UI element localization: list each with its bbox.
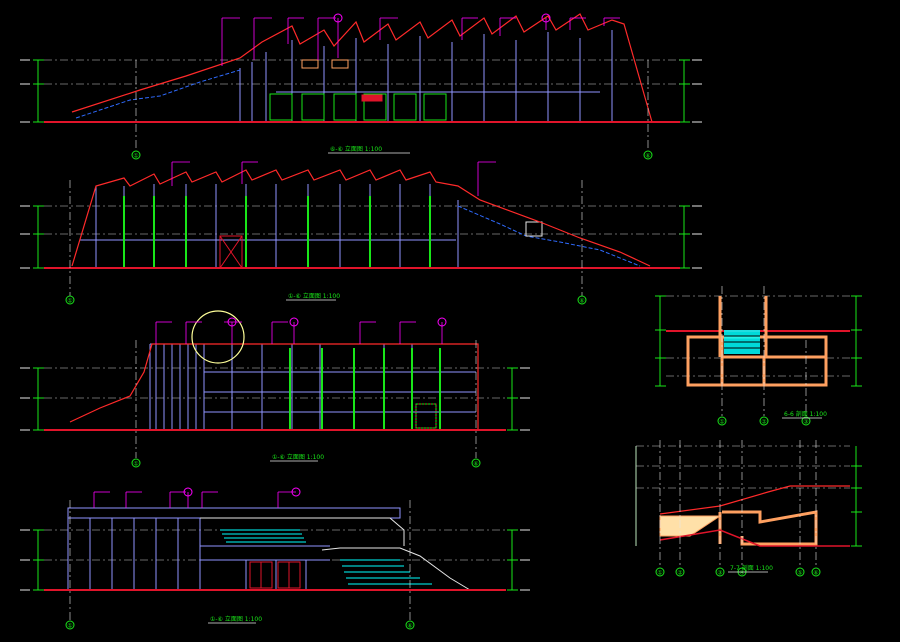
section-walls	[718, 510, 818, 546]
roof-profile	[659, 485, 850, 515]
axis-label: ①	[657, 570, 662, 577]
dimension-right	[679, 59, 702, 123]
stair-fill	[659, 515, 722, 537]
upper-terrace	[200, 517, 405, 546]
highlight-circle	[191, 310, 245, 364]
axis-lines	[135, 340, 477, 458]
axis-label: ①	[719, 419, 724, 426]
roof-profile	[71, 13, 653, 123]
axis-lines	[69, 500, 411, 620]
stair-ramp	[75, 69, 241, 119]
mullions-green	[123, 196, 431, 268]
dimension-left	[20, 529, 44, 591]
axis-lines	[69, 180, 583, 296]
axis-lines	[721, 286, 807, 416]
axis-label: ⑥	[579, 298, 584, 305]
entrance-door	[219, 235, 243, 269]
annotation-leaders	[171, 161, 496, 196]
axis-label: ③	[803, 419, 808, 426]
roof-profile	[69, 343, 479, 430]
axis-label: ⑥	[813, 570, 818, 577]
axis-label: ⑥	[473, 461, 478, 468]
landing-box	[525, 221, 543, 237]
stair-ramp	[457, 205, 641, 267]
drawing-title: ⑥-⑥ 立面图 1:100	[330, 145, 382, 153]
datum-lines	[44, 367, 506, 399]
annotation-leaders	[155, 321, 443, 344]
elevation-1: ① ⑥ ⑥-⑥ 立面图 1:100	[20, 13, 702, 160]
elevation-4: ① ⑥ ①-⑥ 立面图 1:100	[20, 487, 530, 630]
windows	[269, 59, 447, 121]
dimension-right	[679, 205, 702, 269]
drawing-title: 7-7 剖面 1:100	[730, 564, 773, 572]
doors	[249, 561, 301, 589]
roof-profile	[71, 169, 651, 267]
dimension-right	[507, 367, 530, 431]
axis-lines	[135, 60, 649, 150]
axis-label: ①	[67, 298, 72, 305]
section-6-6: ① ② ③ 6-6 剖面 1:100	[655, 286, 862, 426]
tower	[718, 296, 768, 357]
mullions-green	[289, 348, 441, 430]
axis-label: ⑥	[407, 623, 412, 630]
drawing-title: ①-⑥ 立面图 1:100	[210, 615, 262, 623]
axis-label: ③	[717, 570, 722, 577]
dimension-left	[20, 205, 44, 269]
datum-lines	[44, 205, 680, 235]
dimension-right	[507, 529, 530, 591]
drawing-title: ①-⑥ 立面图 1:100	[288, 292, 340, 300]
facade-columns	[239, 30, 613, 122]
dimension-left	[655, 295, 666, 387]
stair-rail	[321, 547, 471, 591]
axis-label: ⑤	[797, 570, 802, 577]
axis-label: ①	[133, 153, 138, 160]
dimension-left	[20, 367, 44, 431]
facade-grid	[149, 343, 478, 430]
dimension-right	[851, 295, 862, 387]
entrance-door	[415, 403, 437, 429]
elevation-3: ① ⑥ ①-⑥ 立面图 1:100	[20, 310, 530, 468]
elevation-2: ① ⑥ ①-⑥ 立面图 1:100	[20, 161, 702, 305]
annotation-leaders	[221, 17, 620, 66]
axis-label: ①	[67, 623, 72, 630]
ground-line	[659, 529, 850, 547]
axis-lines	[659, 440, 817, 566]
annotation-leaders	[93, 491, 296, 508]
stair-cyan	[220, 529, 432, 585]
axis-label: ④	[739, 570, 744, 577]
axis-label: ②	[761, 419, 767, 426]
dimension-left	[20, 59, 44, 123]
datum-lines	[636, 445, 850, 489]
datum-lines	[44, 59, 680, 85]
section-7-7: ① ② ③ ④ ⑤ ⑥ 7-7 剖面 1:100	[635, 440, 862, 577]
facade-columns	[80, 184, 459, 268]
drawing-title: 6-6 剖面 1:100	[784, 410, 827, 418]
drawing-title: ①-⑥ 立面图 1:100	[272, 453, 324, 461]
dimension-right	[851, 446, 862, 547]
axis-label: ①	[133, 461, 138, 468]
axis-label: ⑥	[645, 153, 650, 160]
axis-label: ②	[677, 570, 683, 577]
